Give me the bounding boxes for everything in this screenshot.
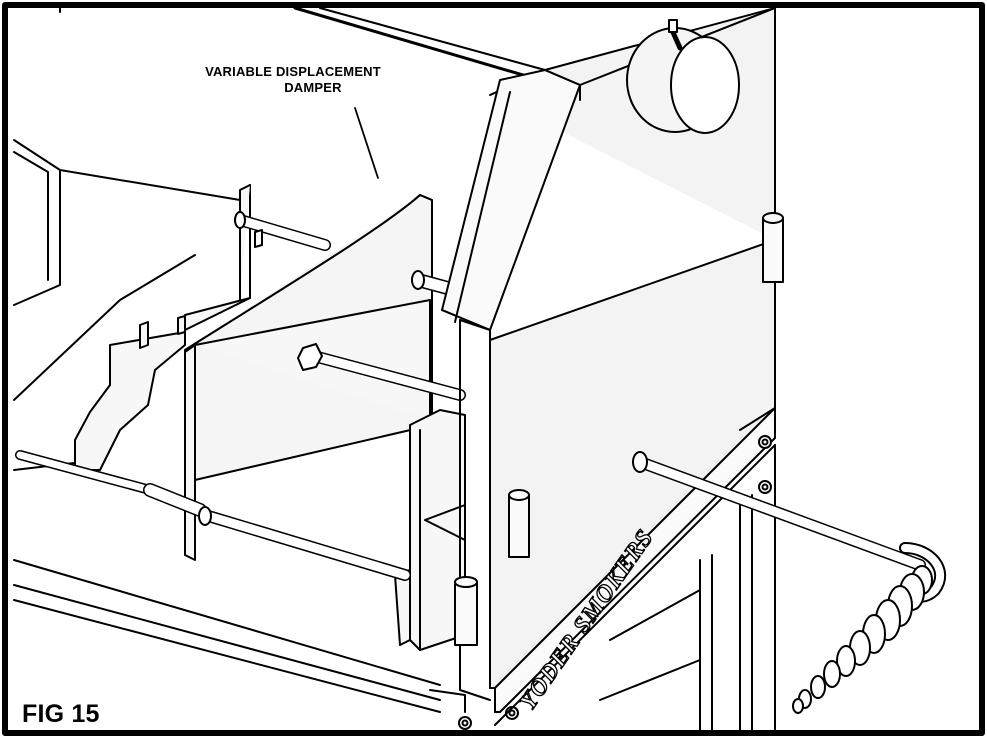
standoff-spacers: [454, 212, 784, 646]
left-baffle: [74, 184, 251, 471]
firebox-top-lip: [544, 7, 776, 101]
callout-leader-line: [354, 107, 379, 179]
firebox-front-frame: [441, 69, 581, 701]
back-top-rail: [59, 6, 546, 82]
figure-label: FIG 15: [22, 700, 100, 728]
spring-handle: [792, 565, 933, 714]
cooking-chamber-left: [13, 139, 466, 713]
callout-line-2: DAMPER: [284, 80, 342, 95]
right-inner-baffle: [394, 409, 466, 651]
damper-callout: VARIABLE DISPLACEMENT DAMPER: [168, 64, 418, 96]
chimney-stack: [626, 19, 740, 134]
support-rods: [15, 211, 466, 581]
callout-line-1: VARIABLE DISPLACEMENT: [205, 64, 381, 79]
stand-legs: [494, 444, 776, 736]
